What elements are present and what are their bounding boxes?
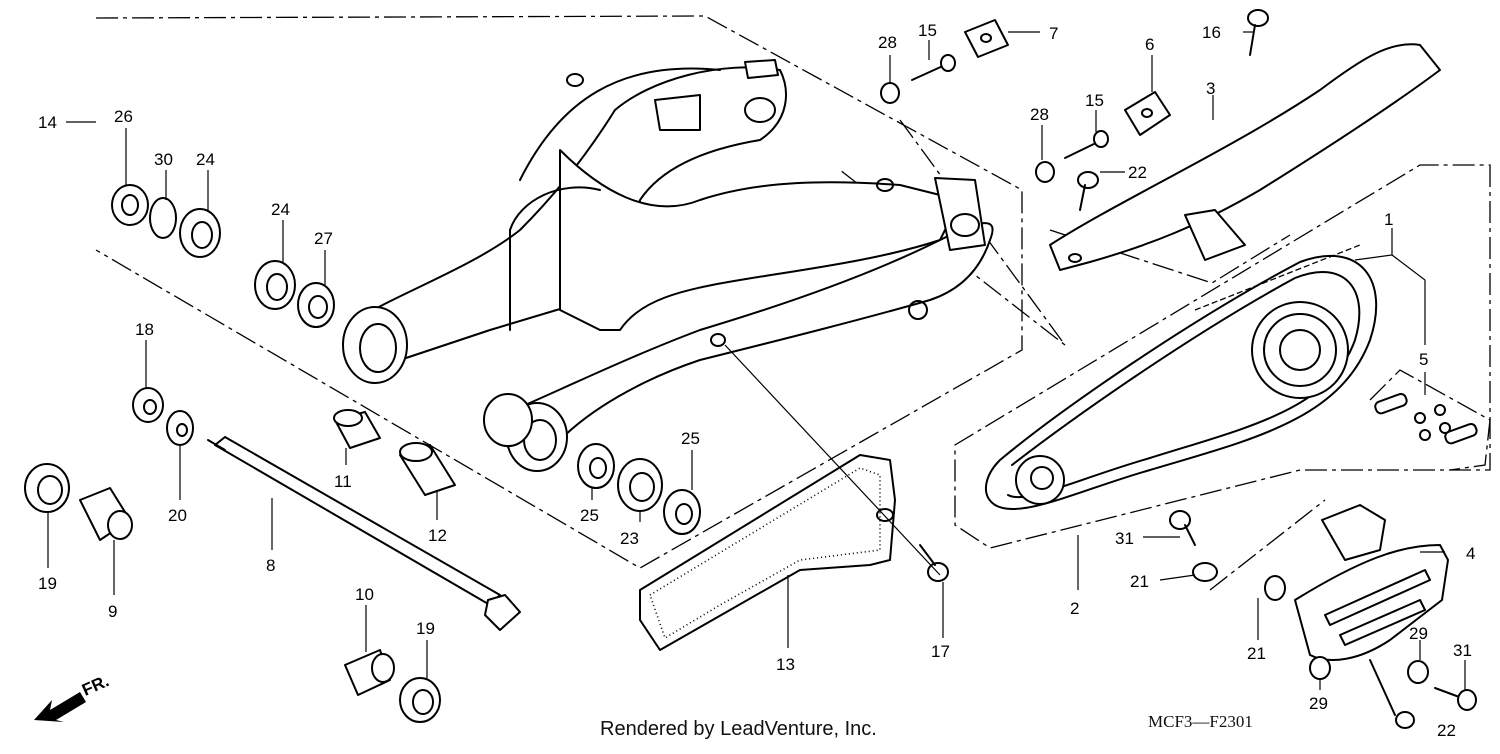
callout-31a: 31 [1115,529,1134,548]
bolt-15a [911,54,956,81]
callout-31b: 31 [1453,641,1472,660]
front-arrow-icon [34,692,86,722]
drive-chain [985,244,1378,510]
callout-25a: 25 [580,506,599,525]
callout-24a: 24 [196,150,215,169]
bearing-23 [617,458,663,512]
slider-guide-7 [964,19,1009,58]
callout-21a: 21 [1130,572,1149,591]
adjuster-10 [344,649,395,696]
callout-21b: 21 [1247,644,1266,663]
callout-24b: 24 [271,200,290,219]
leader-lines [47,31,1466,690]
cover-guide-outline [1209,499,1326,591]
chain-group-outline [954,164,1491,549]
callout-22b: 22 [1437,721,1456,740]
callout-20: 20 [168,506,187,525]
callout-26: 26 [114,107,133,126]
link-group-outline [1369,369,1491,471]
callout-23: 23 [620,529,639,548]
callout-15b: 15 [1085,91,1104,110]
clip-22a [1077,171,1099,211]
callout-3: 3 [1206,79,1215,98]
callout-4: 4 [1466,544,1475,563]
callouts: 1 2 3 4 5 6 7 8 9 10 11 12 13 14 15 15 1… [38,21,1475,740]
bolt-16 [1247,9,1269,56]
clip-22b [1369,659,1415,729]
credit-text: Rendered by LeadVenture, Inc. [600,718,877,740]
callout-29a: 29 [1409,624,1428,643]
swingarm [342,59,994,472]
bearing-25a [577,443,615,489]
pivot-shaft [207,436,521,631]
callout-1: 1 [1384,210,1393,229]
callout-6: 6 [1145,35,1154,54]
nut-28b [1035,161,1055,183]
swingarm-group-outline [95,15,1023,569]
callout-30: 30 [154,150,173,169]
bolt-17 [919,544,949,582]
locknut-19a [24,463,70,513]
callout-14: 14 [38,113,57,132]
callout-9: 9 [108,602,117,621]
bolt-31b [1434,687,1477,711]
callout-19a: 19 [38,574,57,593]
callout-29b: 29 [1309,694,1328,713]
bearing-25b [663,489,701,535]
washer-20 [166,410,194,446]
collar-21a [1192,562,1218,582]
circlip-30 [149,197,177,239]
chain-guard [1049,43,1441,271]
chain-slider [639,454,896,651]
bearing-24b [254,260,296,310]
washer-29a [1309,656,1331,680]
adjuster-9 [79,487,133,541]
nut-18 [132,387,164,423]
nut-28a [880,82,900,104]
callout-19b: 19 [416,619,435,638]
callout-17: 17 [931,642,950,661]
callout-12: 12 [428,526,447,545]
bearing-24a [179,208,221,258]
callout-25b: 25 [681,429,700,448]
callout-15a: 15 [918,21,937,40]
chain-joint [1374,392,1478,445]
collar-12 [399,442,456,496]
callout-16: 16 [1202,23,1221,42]
callout-28b: 28 [1030,105,1049,124]
diagram-code: MCF3—F2301 [1148,712,1253,731]
bearing-26 [111,184,149,226]
callout-13: 13 [776,655,795,674]
callout-7: 7 [1049,24,1058,43]
callout-11: 11 [334,472,352,491]
callout-28a: 28 [878,33,897,52]
bolt-15b [1064,130,1109,159]
callout-5: 5 [1419,350,1428,369]
callout-8: 8 [266,556,275,575]
bolt-31a [1169,510,1196,546]
collar-11 [333,409,381,449]
washer-29b [1407,660,1429,684]
bearing-27 [297,282,335,328]
callout-10: 10 [355,585,374,604]
collar-21b [1264,575,1286,601]
callout-22a: 22 [1128,163,1147,182]
callout-27: 27 [314,229,333,248]
slider-guide-6 [1124,91,1171,136]
locknut-19b [399,677,441,723]
callout-2: 2 [1070,599,1079,618]
callout-18: 18 [135,320,154,339]
